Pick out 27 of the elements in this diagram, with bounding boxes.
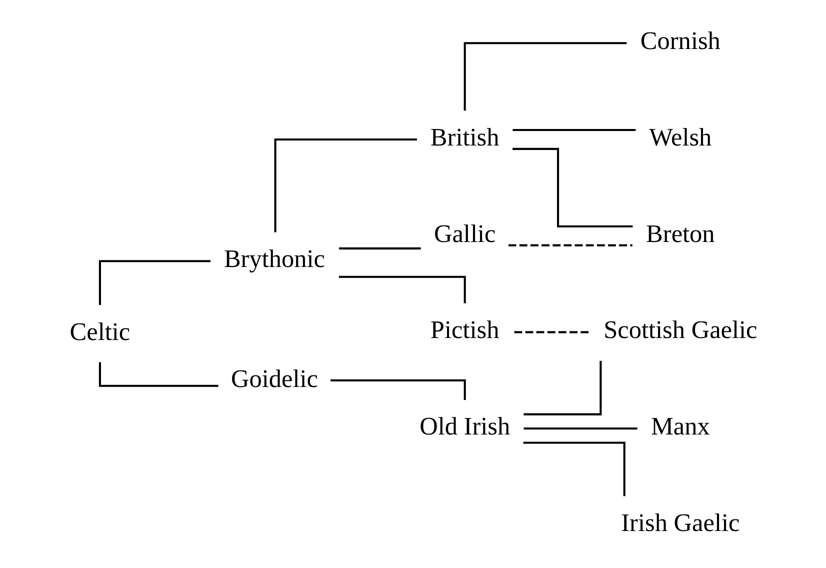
connector <box>522 442 625 496</box>
node-text: Scottish Gaelic <box>603 316 757 344</box>
node-text: Gallic <box>433 220 496 248</box>
connector <box>523 428 637 430</box>
node-text: Breton <box>646 220 714 248</box>
node-text: Irish Gaelic <box>620 508 740 537</box>
connector <box>338 247 420 250</box>
node-text: Pictish <box>430 316 499 344</box>
node-text: Goidelic <box>230 365 318 394</box>
connector <box>98 260 210 306</box>
connector <box>508 244 632 246</box>
connector <box>514 331 590 334</box>
connector <box>523 360 602 416</box>
node-text: Manx <box>650 412 710 441</box>
node-text: Old Irish <box>419 412 510 441</box>
connector <box>463 42 626 111</box>
node-text: Celtic <box>69 318 130 346</box>
node-text: Brythonic <box>223 245 325 274</box>
connector <box>512 128 636 132</box>
node-text: Welsh <box>648 123 712 152</box>
connector <box>512 148 632 228</box>
node-text: British <box>430 123 499 152</box>
node-text: Cornish <box>640 27 720 56</box>
connector <box>338 276 466 304</box>
connector <box>274 138 416 232</box>
connector <box>330 379 466 400</box>
connector <box>98 362 218 387</box>
